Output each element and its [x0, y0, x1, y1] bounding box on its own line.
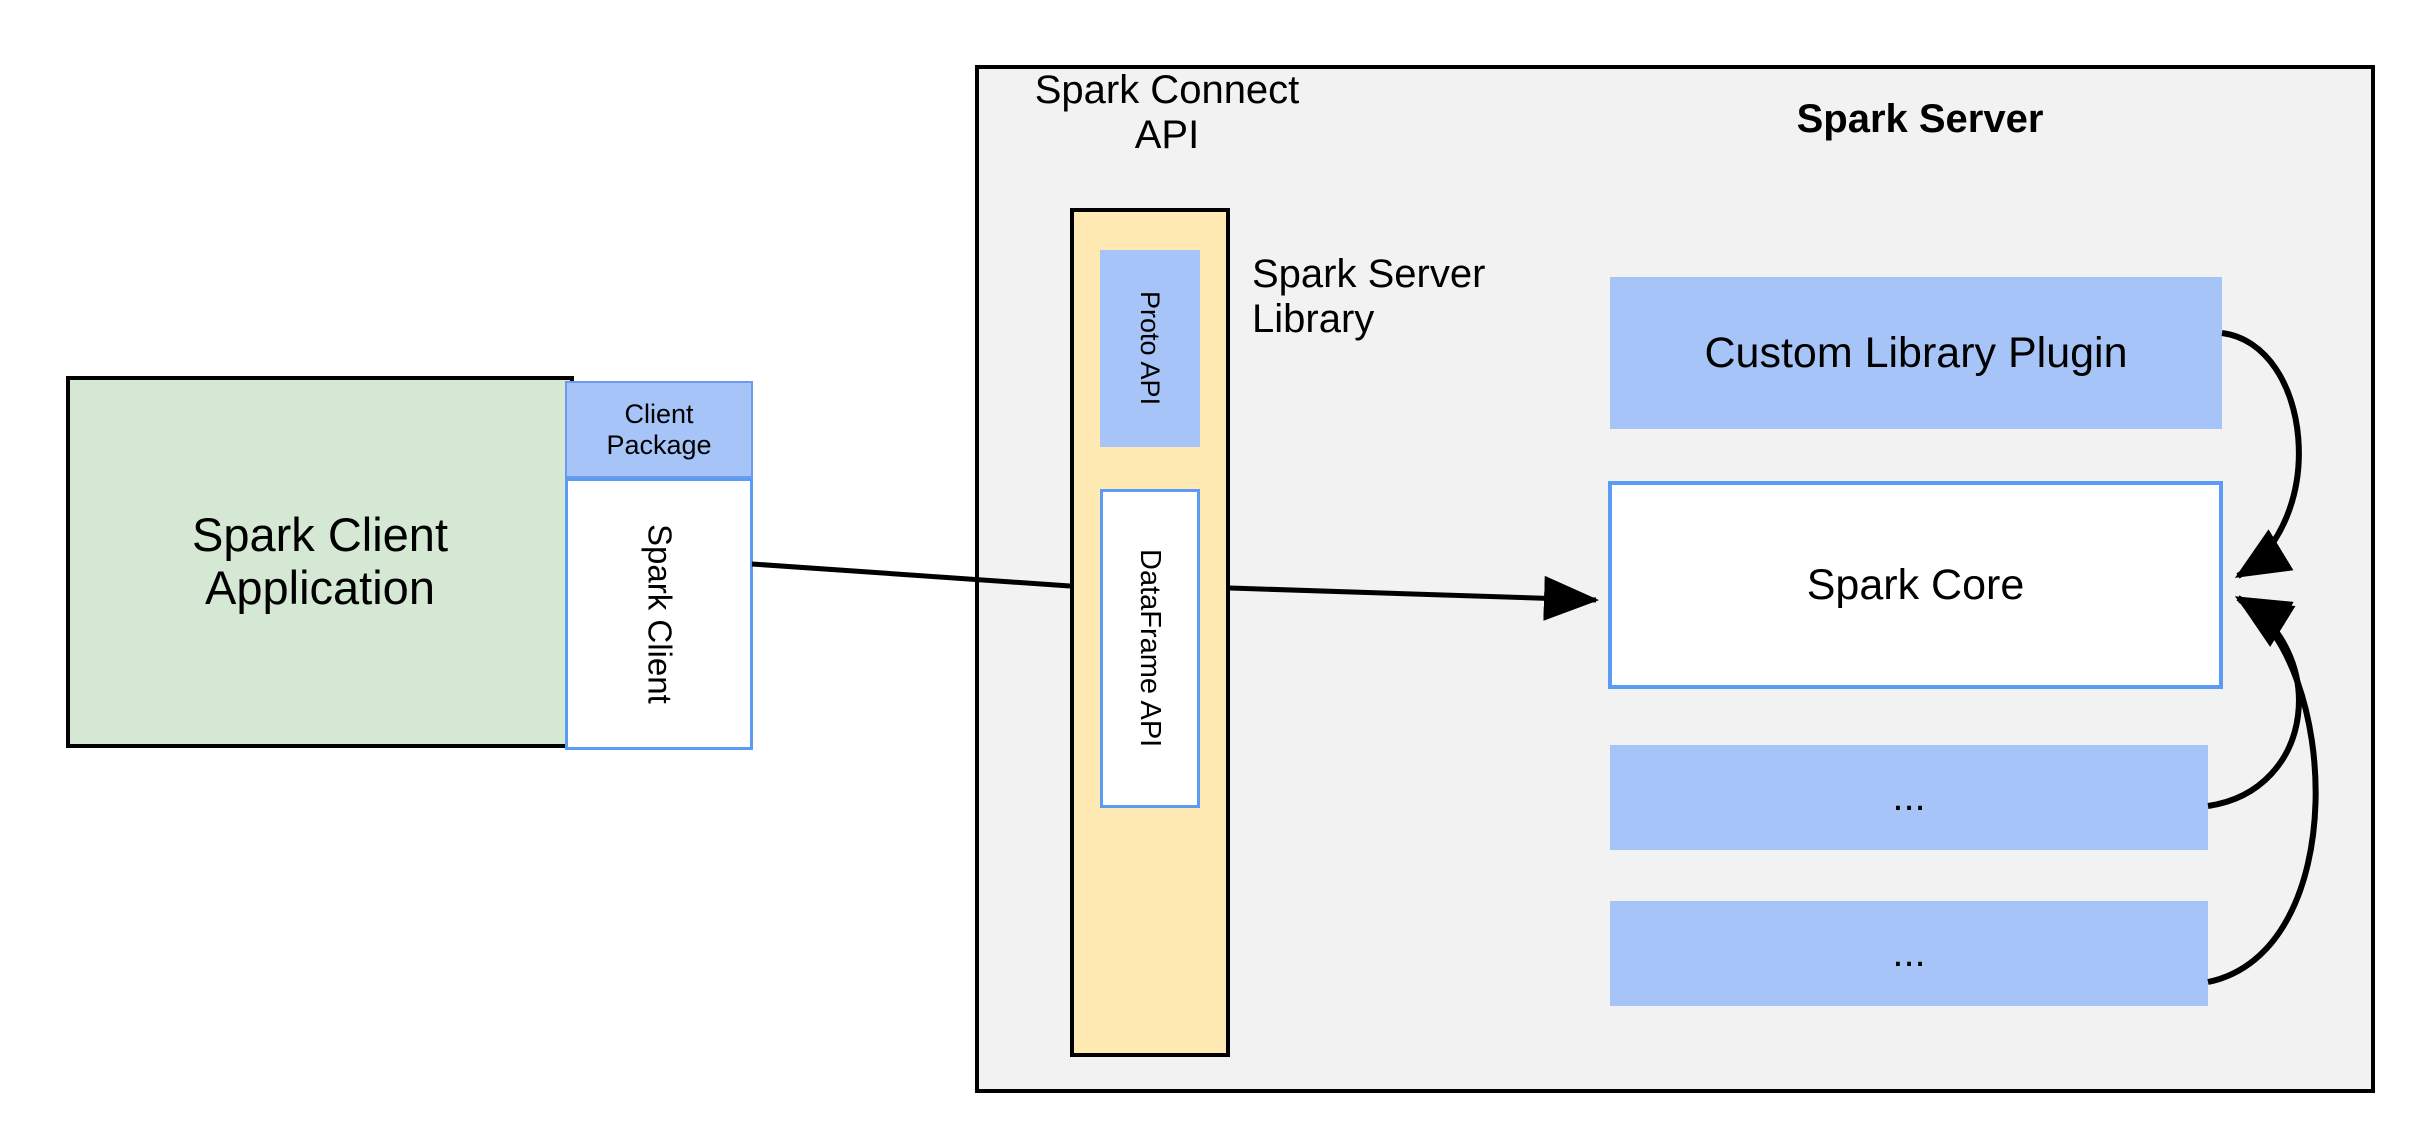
custom-library-plugin-label: Custom Library Plugin — [1704, 328, 2128, 377]
ellipsis-box-1[interactable]: ... — [1610, 745, 2208, 850]
spark-server-title: Spark Server — [1796, 96, 2044, 141]
spark-connect-api-label: Spark Connect API — [1022, 68, 1312, 158]
spark-connect-api-label-line1: Spark Connect — [1034, 68, 1300, 112]
spark-client-application-box[interactable]: Spark Client Application — [66, 376, 574, 748]
spark-core-label: Spark Core — [1806, 560, 2025, 609]
spark-client-application-label-line2: Application — [205, 561, 435, 614]
ellipsis-box-2-label: ... — [1892, 931, 1926, 976]
dataframe-api-box[interactable]: DataFrame API — [1100, 489, 1200, 808]
spark-connect-api-label-line2: API — [1134, 112, 1200, 157]
spark-core-box[interactable]: Spark Core — [1608, 481, 2223, 689]
custom-library-plugin-box[interactable]: Custom Library Plugin — [1610, 277, 2222, 429]
spark-client-box[interactable]: Spark Client — [565, 478, 753, 750]
dataframe-api-label: DataFrame API — [1134, 549, 1167, 748]
proto-api-box[interactable]: Proto API — [1100, 250, 1200, 447]
client-package-box[interactable]: Client Package — [565, 381, 753, 478]
spark-client-application-label-line1: Spark Client — [192, 508, 448, 562]
ellipsis-box-1-label: ... — [1892, 775, 1926, 820]
spark-client-application-labels: Spark Client Application — [182, 509, 458, 614]
proto-api-label: Proto API — [1135, 291, 1166, 406]
ellipsis-box-2[interactable]: ... — [1610, 901, 2208, 1006]
spark-server-library-label-line1: Spark Server — [1252, 252, 1486, 296]
client-package-labels: Client Package — [606, 399, 711, 459]
spark-server-library-label-line2: Library — [1252, 296, 1375, 341]
client-package-label-line1: Client — [624, 399, 694, 430]
spark-client-label: Spark Client — [641, 524, 679, 704]
client-package-label-line2: Package — [606, 429, 712, 460]
spark-server-library-label: Spark Server Library — [1252, 252, 1542, 342]
